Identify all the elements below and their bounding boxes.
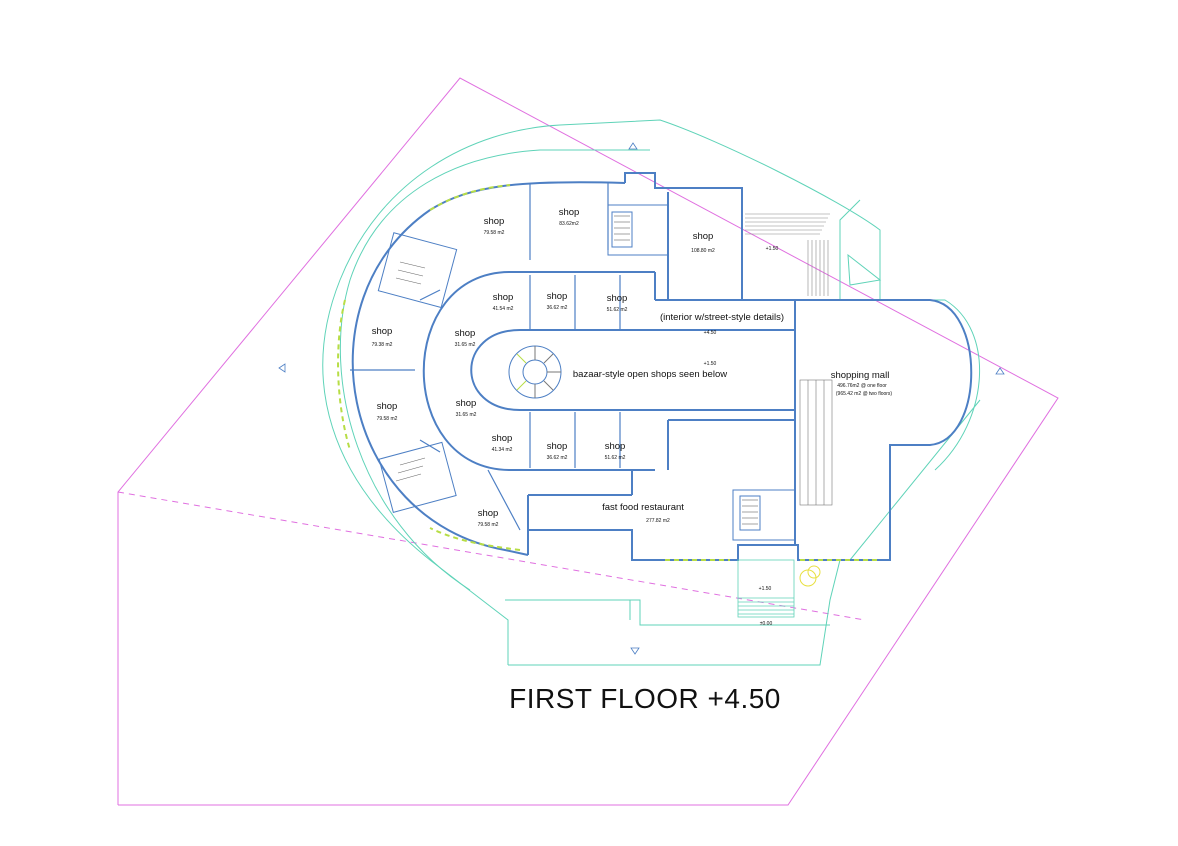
shopping-mall-area-one-floor: 496.76m2 @ one floor xyxy=(837,383,887,389)
shop-inner-l1-name: shop xyxy=(492,433,513,444)
drawing-title: FIRST FLOOR +4.50 xyxy=(509,683,781,714)
shop-left-lower-name: shop xyxy=(377,401,398,412)
stair-treads xyxy=(395,215,758,525)
north-markers xyxy=(278,142,1005,655)
room-labels: shop 79.58 m2 shop 83.62m2 shop 108.80 m… xyxy=(372,207,893,714)
shop-inner-u1-area: 41.54 m2 xyxy=(493,306,514,312)
shop-inner-u1-name: shop xyxy=(493,292,514,303)
shop-left-lower-area: 79.58 m2 xyxy=(377,416,398,422)
bazaar-level: +1.50 xyxy=(704,361,717,367)
shop-top-left-area: 79.58 m2 xyxy=(484,230,505,236)
shop-top-left-name: shop xyxy=(484,216,505,227)
shop-curve-upper-name: shop xyxy=(455,328,476,339)
building-walls xyxy=(351,172,973,561)
shopping-mall-area-two-floors: (965.42 m2 @ two floors) xyxy=(836,391,893,397)
shop-bottom-left-name: shop xyxy=(478,508,499,519)
shop-bottom-left-area: 79.58 m2 xyxy=(478,522,499,528)
fast-food-name: fast food restaurant xyxy=(602,502,684,513)
shop-top-right-name: shop xyxy=(693,231,714,242)
shop-left-upper-area: 79.38 m2 xyxy=(372,342,393,348)
shop-inner-u3-name: shop xyxy=(607,293,628,304)
shop-inner-u3-area: 51.62 m2 xyxy=(607,307,628,313)
shop-inner-l3-area: 51.62 m2 xyxy=(605,455,626,461)
escalator xyxy=(799,379,833,506)
shop-inner-l2-name: shop xyxy=(547,441,568,452)
level-ground: ±0.00 xyxy=(760,621,773,627)
shop-inner-u2-name: shop xyxy=(547,291,568,302)
shop-inner-l2-area: 36.62 m2 xyxy=(547,455,568,461)
shop-top-mid-area: 83.62m2 xyxy=(559,221,579,227)
landscape-lines xyxy=(322,119,981,666)
shop-top-mid-name: shop xyxy=(559,207,580,218)
tree-symbol xyxy=(799,565,821,587)
site-boundary xyxy=(117,77,1059,806)
stair-cores xyxy=(377,204,796,541)
stair-top-right xyxy=(745,213,830,296)
shop-inner-l1-area: 41.34 m2 xyxy=(492,447,513,453)
glazing xyxy=(337,184,880,561)
shop-left-upper-name: shop xyxy=(372,326,393,337)
shop-inner-l3-name: shop xyxy=(605,441,626,452)
interior-level: +4.50 xyxy=(704,330,717,336)
spiral-stair xyxy=(508,345,562,399)
fast-food-area: 277.82 m2 xyxy=(646,518,670,524)
shopping-mall-name: shopping mall xyxy=(831,370,890,381)
shop-curve-lower-name: shop xyxy=(456,398,477,409)
shop-curve-lower-area: 31.65 m2 xyxy=(456,412,477,418)
level-top-right: +1.50 xyxy=(766,246,779,252)
entrance-stairs xyxy=(737,559,795,618)
shop-curve-upper-area: 31.65 m2 xyxy=(455,342,476,348)
interior-note: (interior w/street-style details) xyxy=(660,312,784,323)
shop-top-right-area: 108.80 m2 xyxy=(691,248,715,254)
level-entrance: +1.50 xyxy=(759,586,772,592)
shop-inner-u2-area: 36.62 m2 xyxy=(547,305,568,311)
bazaar-note: bazaar-style open shops seen below xyxy=(573,369,727,380)
